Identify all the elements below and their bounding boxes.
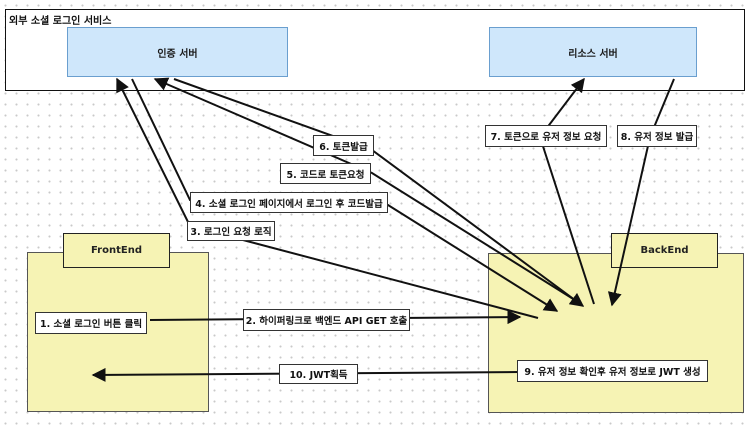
backend-label: BackEnd — [640, 245, 689, 256]
step-8-label: 8. 유저 정보 발급 — [617, 125, 697, 147]
step-3-label: 3. 로그인 요청 로직 — [187, 221, 275, 241]
frontend-label: FrontEnd — [90, 245, 142, 256]
step-1-label: 1. 소셜 로그인 버튼 클릭 — [35, 312, 147, 334]
step-5-label: 5. 코드로 토큰요청 — [280, 163, 371, 184]
external-service-title: 외부 소셜 로그인 서비스 — [9, 16, 112, 27]
frontend-tab: FrontEnd — [63, 233, 170, 268]
auth-server-label: 인증 서버 — [157, 48, 198, 60]
step-10-label: 10. JWT획득 — [279, 364, 358, 384]
step-7-label: 7. 토큰으로 유저 정보 요청 — [485, 125, 607, 147]
step-6-label: 6. 토큰발급 — [313, 135, 374, 156]
backend-zone — [488, 253, 744, 413]
auth-server: 인증 서버 — [67, 27, 288, 77]
step-4-label: 4. 소셜 로그인 페이지에서 로그인 후 코드발급 — [190, 192, 388, 213]
resource-server: 리소스 서버 — [489, 27, 697, 77]
arrow-step-5 — [153, 77, 579, 303]
resource-server-label: 리소스 서버 — [568, 48, 618, 60]
backend-tab: BackEnd — [611, 233, 718, 268]
arrow-step-8 — [607, 78, 675, 307]
arrow-step-7 — [538, 77, 595, 305]
step-9-label: 9. 유저 정보 확인후 유저 정보로 JWT 생성 — [517, 360, 708, 382]
step-2-label: 2. 하이퍼링크로 백엔드 API GET 호출 — [243, 309, 410, 331]
